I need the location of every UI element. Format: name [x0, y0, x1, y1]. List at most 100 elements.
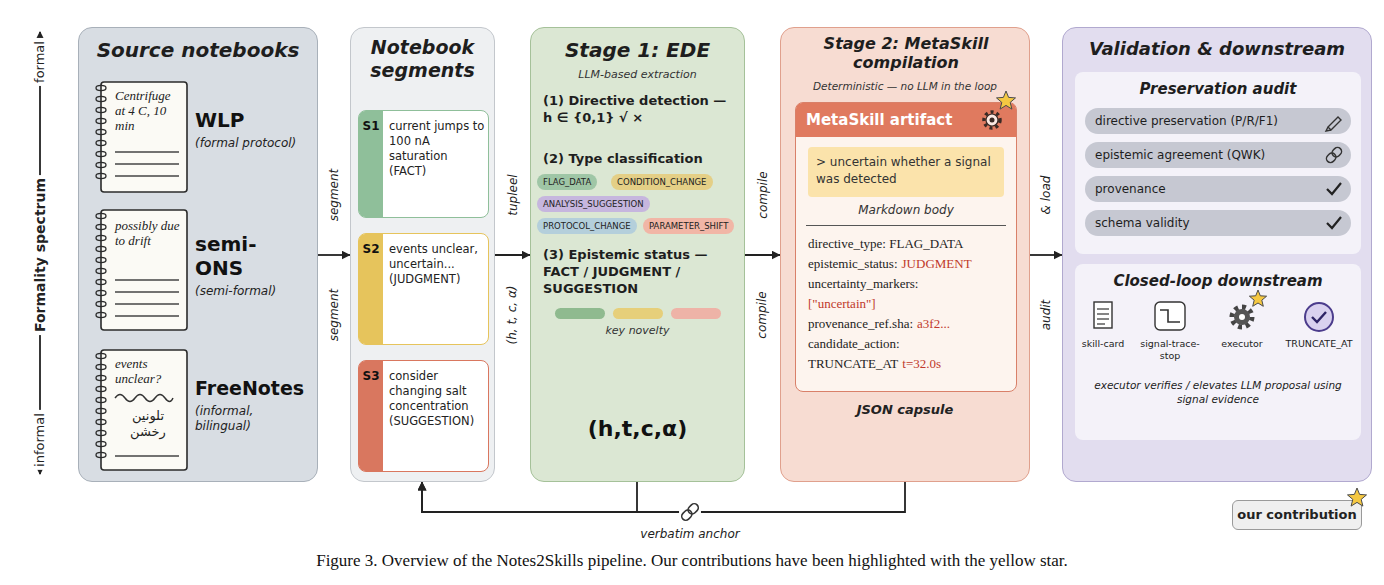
segment-card: S1 current jumps to 100 nA saturation (FA…: [358, 110, 489, 218]
flow-label: audit: [1038, 297, 1054, 334]
link-icon: [679, 501, 701, 523]
audit-box: Preservation audit directive preservation…: [1075, 72, 1361, 254]
node-text: Centrifuge at 4 C, 10 min: [115, 88, 183, 133]
node-text: Preservation audit: [1075, 80, 1361, 98]
axis-label: Formality spectrum: [32, 175, 48, 335]
node-text: ANALYSIS_SUGGESTION: [543, 198, 644, 210]
epistemic-bar: [613, 308, 663, 319]
node-text: LLM-based extraction: [531, 68, 744, 82]
node-text: executor: [1217, 338, 1267, 350]
quote-box: > uncertain whether a signal was detecte…: [808, 147, 1004, 197]
metric-pill: provenance: [1085, 176, 1351, 202]
edge-label: verbatim anchor: [637, 526, 742, 542]
check-icon: [1323, 212, 1345, 234]
pipeline-step: TRUNCATE_AT: [1281, 300, 1357, 366]
node-text: epistemic_status:: [808, 256, 898, 271]
contribution-star: [1347, 488, 1367, 508]
node-text: t=32.0s: [902, 356, 941, 371]
node-text: PARAMETER_SHIFT: [649, 220, 728, 232]
type-chip: PARAMETER_SHIFT: [643, 218, 734, 234]
flow-arrow: [422, 482, 905, 512]
node-text: provenance: [1095, 181, 1315, 197]
node-text: JUDGMENT: [902, 256, 972, 271]
pencil-icon: [1323, 110, 1345, 132]
node-text: directive preservation (P/R/F1): [1095, 113, 1315, 129]
check-circle-icon: [1301, 300, 1337, 334]
metric-pill: directive preservation (P/R/F1): [1085, 108, 1351, 134]
node-text: PROTOCOL_CHANGE: [543, 220, 631, 232]
node-text: S1: [359, 119, 383, 134]
node-text: Source notebooks: [79, 38, 317, 62]
flow-arrow: [1030, 254, 1062, 256]
figure-caption: Figure 3. Overview of the Notes2Skills p…: [0, 550, 1384, 572]
node-text: Stage 1: EDE: [531, 38, 744, 62]
node-text: (informal, bilingual): [195, 404, 311, 434]
flow-label: segment: [326, 286, 342, 345]
node-text: uncertainty_markers:: [808, 276, 918, 291]
node-text: possibly due to drift: [115, 218, 183, 248]
text-line: directive_type: FLAG_DATA: [808, 233, 1008, 253]
node-text: Deterministic — no LLM in the loop: [781, 80, 1029, 93]
flow-label: (h, t, c, α): [504, 282, 520, 347]
node-text: WLP: [195, 108, 311, 132]
node-text: skill-card: [1079, 338, 1127, 350]
node-text: epistemic agreement (QWK): [1095, 147, 1315, 163]
node-text: Markdown body: [796, 203, 1016, 218]
node-text: FreeNotes: [195, 376, 311, 400]
node-text: Closed-loop downstream: [1075, 272, 1361, 290]
node-text: current jumps to 100 nA saturation (FACT…: [389, 119, 485, 179]
metaskill-card: directive_type: FLAG_DATA epistemic_statu…: [795, 102, 1017, 392]
stage-panel: Stage 2: MetaSkill compilationDeterminis…: [780, 27, 1030, 482]
epistemic-bar: [555, 308, 605, 319]
flow-arrow: [422, 482, 637, 512]
node-text: candidate_action:: [808, 336, 900, 351]
node-text: (1) Directive detection — h ∈ {0,1} √ ×: [543, 92, 736, 126]
edge-label: compile: [755, 168, 771, 221]
notebook: possibly due to driftsemi-ONS(semi-forma…: [87, 206, 313, 334]
text-line: uncertainty_markers:: [808, 273, 1008, 293]
flow-arrow: [745, 254, 780, 256]
type-chip: PROTOCOL_CHANGE: [537, 218, 637, 234]
node-text: Notebook segments: [351, 36, 494, 82]
link-icon: [1323, 144, 1345, 166]
text-line: provenance_ref.sha:a3f2...: [808, 313, 1008, 333]
stage-panel: Validation & downstreamPreservation audi…: [1062, 27, 1372, 482]
contribution-star: [996, 91, 1016, 111]
type-chip: ANALYSIS_SUGGESTION: [537, 196, 650, 212]
node-text: directive_type: FLAG_DATA: [808, 236, 963, 251]
stage-panel: Notebook segmentsS1 current jumps to 100 …: [350, 27, 495, 482]
signal-icon: [1152, 300, 1188, 334]
node-text: TRUNCATE_AT: [808, 356, 898, 371]
edge-label: segment: [326, 166, 342, 225]
axis-label: formal: [32, 38, 48, 86]
node-text: Validation & downstream: [1063, 38, 1371, 60]
node-text: S3: [359, 369, 383, 384]
notebook: events unclear?تلونین رخشنFreeNotes(info…: [87, 346, 313, 474]
text-line: ["uncertain"]: [808, 293, 1008, 313]
check-icon: [1323, 178, 1345, 200]
pipeline-step: executor: [1217, 300, 1267, 366]
node-text: (3) Epistemic status — FACT / JUDGMENT /…: [543, 246, 736, 297]
stage-panel: Stage 1: EDE LLM-based extraction (1) Dire…: [530, 27, 745, 482]
node-text: CONDITION_CHANGE: [617, 176, 707, 188]
document-icon: [1085, 300, 1121, 334]
node-text: ["uncertain"]: [808, 296, 876, 311]
type-chip: FLAG_DATA: [537, 174, 597, 190]
node-text: semi-ONS: [195, 232, 287, 280]
text-line: candidate_action:: [808, 333, 1008, 353]
metric-pill: schema validity: [1085, 210, 1351, 236]
text-line: epistemic_status: JUDGMENT: [808, 253, 1008, 273]
node-text: (h,t,c,α): [531, 416, 744, 442]
flow-label: compile: [754, 288, 770, 341]
flow-arrow: [318, 254, 350, 256]
pipeline-step: signal-trace-stop: [1139, 300, 1201, 366]
node-text: our contribution: [1233, 507, 1361, 523]
node-text: a3f2...: [917, 316, 950, 331]
gear-icon: [980, 108, 1004, 132]
node-text: FLAG_DATA: [543, 176, 591, 188]
node-text: consider changing salt concentration (SU…: [389, 369, 485, 429]
text-line: TRUNCATE_AT t=32.0s: [808, 353, 1008, 373]
downstream-box: Closed-loop downstreamexecutor verifies …: [1075, 264, 1361, 440]
flow-arrow: [495, 254, 530, 256]
